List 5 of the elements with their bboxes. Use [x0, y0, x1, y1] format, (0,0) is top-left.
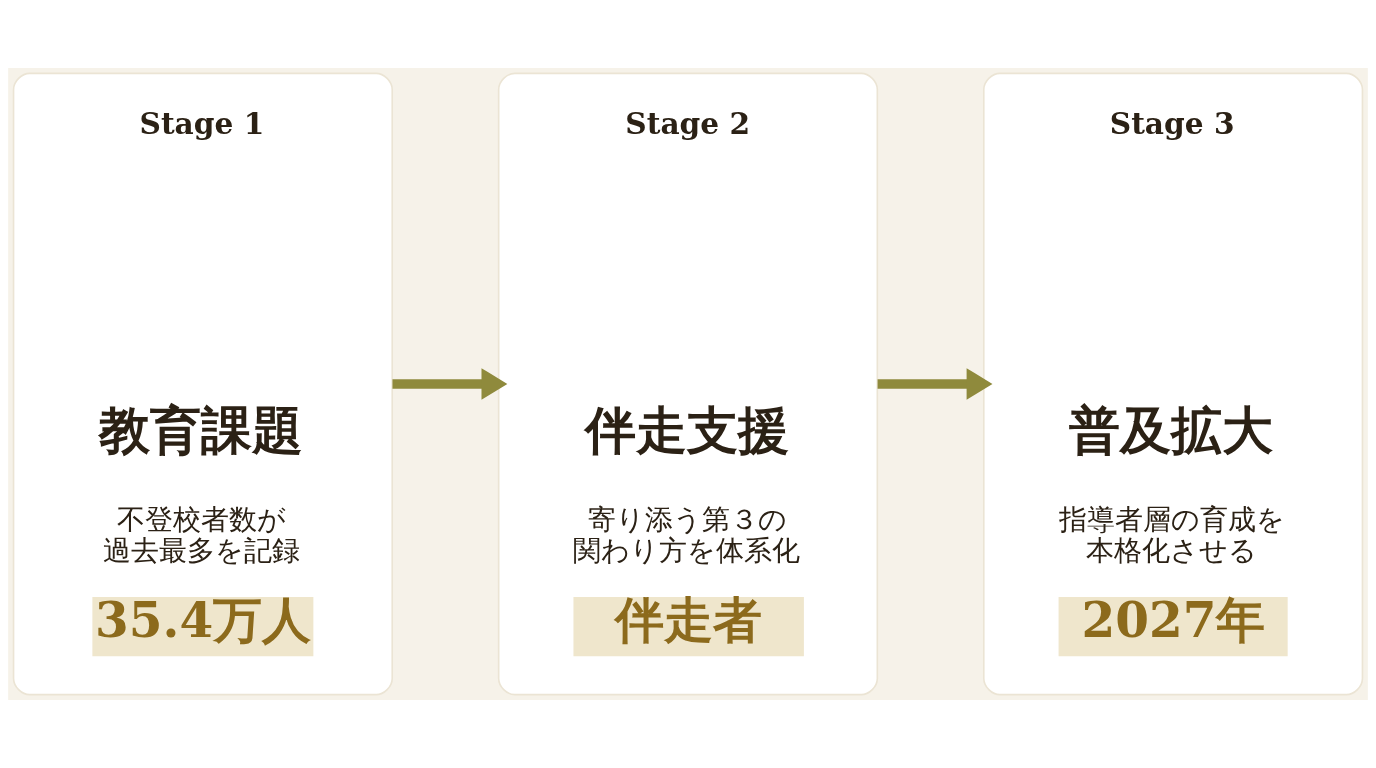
arrow [392, 368, 508, 400]
arrow [877, 368, 993, 400]
node-box: Stage 1 教育課題 不登校者数が過去最多を記録 35.4万人 [12, 72, 393, 696]
node-box: Stage 2 伴走支援 寄り添う第３の関わり方を体系化 伴走者 [497, 72, 879, 696]
node-box: Stage 3 普及拡大 指導者層の育成を本格化させる 2027年 [983, 72, 1364, 696]
